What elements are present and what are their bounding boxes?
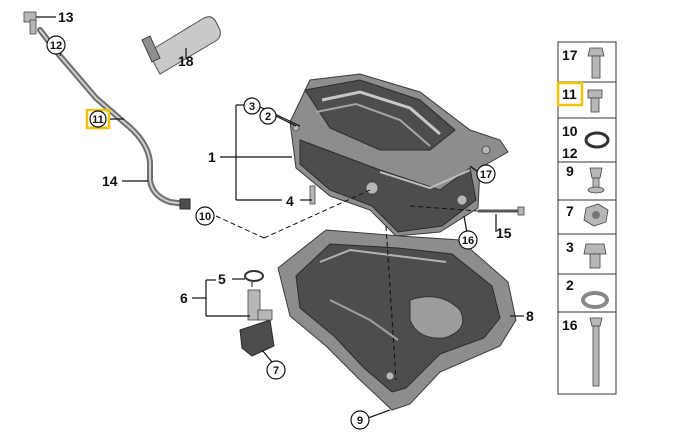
svg-text:10: 10 bbox=[562, 123, 578, 139]
callout-17[interactable]: 17 bbox=[476, 164, 496, 184]
svg-text:1: 1 bbox=[208, 149, 216, 165]
oil-level-sensor[interactable] bbox=[239, 270, 275, 357]
svg-text:11: 11 bbox=[92, 114, 104, 126]
callout-11[interactable]: 11 bbox=[85, 108, 124, 130]
long-bolt[interactable] bbox=[478, 206, 525, 216]
callout-6[interactable]: 6 bbox=[180, 290, 188, 306]
svg-text:6: 6 bbox=[180, 290, 188, 306]
tube-grommet bbox=[179, 198, 191, 210]
lower-oil-pan[interactable] bbox=[277, 229, 517, 411]
callout-7[interactable]: 7 bbox=[266, 360, 286, 380]
callout-5[interactable]: 5 bbox=[218, 271, 226, 287]
dipstick-handle bbox=[23, 11, 56, 35]
callout-8[interactable]: 8 bbox=[526, 308, 534, 324]
callout-1[interactable]: 1 bbox=[208, 149, 216, 165]
svg-text:9: 9 bbox=[357, 415, 363, 427]
callout-3[interactable]: 3 bbox=[243, 97, 261, 115]
callout-15[interactable]: 15 bbox=[496, 225, 512, 241]
svg-text:17: 17 bbox=[562, 47, 578, 63]
side-item-7[interactable]: 7 bbox=[566, 203, 609, 227]
dipstick-assembly[interactable] bbox=[23, 11, 191, 210]
svg-text:7: 7 bbox=[273, 365, 279, 377]
svg-text:5: 5 bbox=[218, 271, 226, 287]
callout-18[interactable]: 18 bbox=[178, 53, 194, 69]
side-item-9[interactable]: 9 bbox=[566, 163, 605, 194]
sealant-tube[interactable] bbox=[141, 16, 221, 75]
side-item-11[interactable]: 11 bbox=[556, 81, 603, 113]
side-item-3[interactable]: 3 bbox=[566, 239, 607, 269]
callout-10[interactable]: 10 bbox=[195, 206, 215, 226]
side-item-16[interactable]: 16 bbox=[562, 317, 603, 387]
callout-14[interactable]: 14 bbox=[102, 173, 118, 189]
svg-text:3: 3 bbox=[566, 239, 574, 255]
svg-text:9: 9 bbox=[566, 163, 574, 179]
callout-9[interactable]: 9 bbox=[350, 410, 370, 430]
svg-text:3: 3 bbox=[249, 101, 255, 113]
svg-text:15: 15 bbox=[496, 225, 512, 241]
svg-text:11: 11 bbox=[562, 86, 577, 102]
side-item-10-12[interactable]: 10 12 bbox=[562, 123, 610, 161]
svg-text:14: 14 bbox=[102, 173, 118, 189]
callout-16[interactable]: 16 bbox=[458, 230, 478, 250]
svg-text:7: 7 bbox=[566, 203, 574, 219]
svg-text:10: 10 bbox=[199, 211, 211, 223]
callout-4[interactable]: 4 bbox=[286, 193, 294, 209]
side-item-17[interactable]: 17 bbox=[562, 47, 605, 79]
callout-13[interactable]: 13 bbox=[58, 9, 74, 25]
svg-text:12: 12 bbox=[562, 145, 578, 161]
callout-2[interactable]: 2 bbox=[259, 107, 277, 125]
svg-text:4: 4 bbox=[286, 193, 294, 209]
side-item-2[interactable]: 2 bbox=[566, 277, 609, 309]
upper-pan-bolt[interactable] bbox=[309, 185, 316, 205]
svg-text:16: 16 bbox=[462, 235, 474, 247]
upper-oil-pan[interactable] bbox=[289, 73, 509, 237]
svg-text:12: 12 bbox=[50, 40, 62, 52]
svg-text:8: 8 bbox=[526, 308, 534, 324]
callout-12[interactable]: 12 bbox=[46, 35, 66, 55]
leader-lines bbox=[59, 41, 524, 419]
svg-text:17: 17 bbox=[480, 169, 492, 181]
svg-text:2: 2 bbox=[265, 111, 271, 123]
svg-text:2: 2 bbox=[566, 277, 574, 293]
svg-text:18: 18 bbox=[178, 53, 194, 69]
svg-text:13: 13 bbox=[58, 9, 74, 25]
svg-text:16: 16 bbox=[562, 317, 578, 333]
parts-side-panel: 17 11 10 12 9 7 bbox=[556, 41, 617, 395]
